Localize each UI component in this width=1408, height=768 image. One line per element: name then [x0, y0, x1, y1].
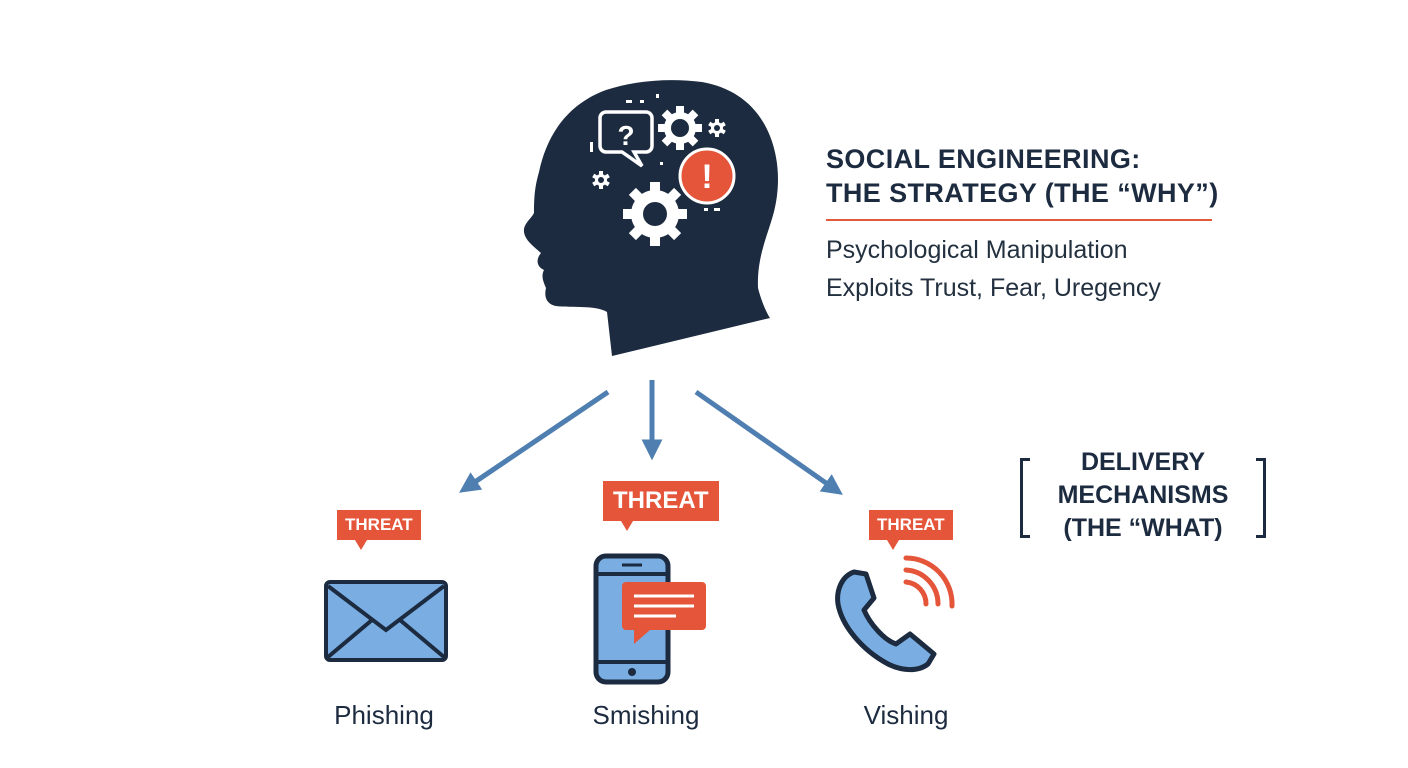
question-bubble-icon: ? — [598, 110, 654, 168]
message-bubble-icon — [622, 582, 706, 644]
alert-icon: ! — [678, 147, 736, 205]
strategy-panel: SOCIAL ENGINEERING: THE STRATEGY (THE “W… — [826, 142, 1219, 307]
gear-icon — [658, 106, 702, 150]
delivery-text: DELIVERY MECHANISMS (THE “WHAT) — [1034, 446, 1252, 545]
label-phishing: Phishing — [334, 700, 434, 730]
alert-mark: ! — [701, 158, 712, 196]
question-mark: ? — [617, 120, 634, 151]
small-gear-icon — [592, 171, 610, 189]
left-bracket — [1020, 458, 1030, 538]
right-bracket — [1256, 458, 1266, 538]
delivery-mechanisms-label: DELIVERY MECHANISMS (THE “WHAT) — [1020, 446, 1266, 542]
delivery-line-1: DELIVERY — [1080, 448, 1206, 476]
title-line-2: THE STRATEGY (THE “WHY”) — [826, 178, 1219, 208]
delivery-line-2: MECHANISMS — [1057, 481, 1229, 509]
small-gear-icon — [708, 119, 726, 137]
threat-badge-vishing: THREAT — [869, 510, 953, 550]
sparkle-dots — [590, 94, 720, 211]
label-vishing: Vishing — [863, 700, 949, 730]
threat-badge-phishing: THREAT — [337, 510, 421, 550]
flow-arrows — [459, 380, 843, 495]
title-divider — [826, 219, 1212, 221]
threat-badge-smishing: THREAT — [603, 481, 719, 531]
description-line-2: Exploits Trust, Fear, Uregency — [826, 274, 1161, 302]
title-line-1: SOCIAL ENGINEERING: — [826, 144, 1141, 174]
arrow-to-phishing — [459, 389, 610, 493]
description-line-1: Psychological Manipulation — [826, 236, 1128, 264]
envelope-icon — [324, 580, 448, 662]
label-smishing: Smishing — [592, 700, 700, 730]
phone-call-icon — [835, 555, 955, 673]
delivery-line-3: (THE “WHAT) — [1063, 514, 1223, 542]
gear-icon — [623, 182, 687, 246]
arrow-to-vishing — [694, 389, 843, 495]
